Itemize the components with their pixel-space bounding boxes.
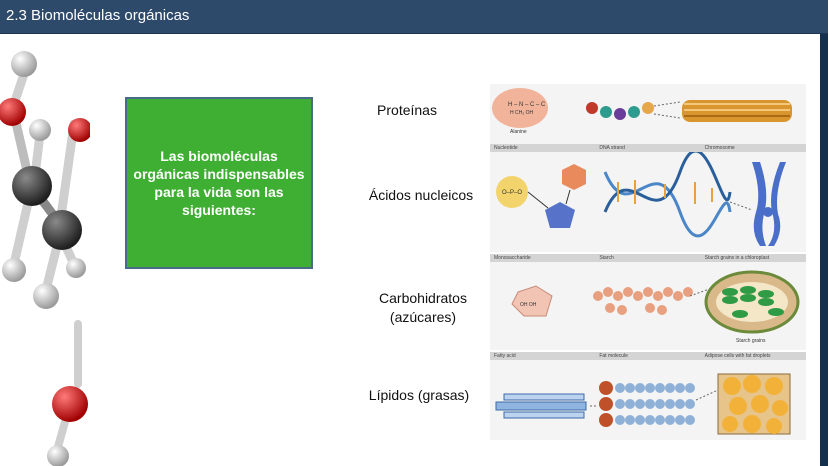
fatty-acid-chain — [495, 393, 587, 419]
sugar-pentagon — [545, 202, 575, 228]
label-carbohidratos: Carbohidratos (azúcares) — [379, 290, 467, 325]
label-proteinas: Proteínas — [377, 102, 437, 118]
slide-edge-bar — [820, 34, 828, 466]
svg-text:O–P–O: O–P–O — [502, 190, 522, 196]
svg-text:OH OH: OH OH — [520, 302, 537, 308]
nucleic-figure-panel: O–P–O — [490, 149, 806, 252]
molecule-illustration — [0, 51, 90, 466]
svg-text:H CH₃ OH: H CH₃ OH — [510, 110, 534, 116]
slide-title: 2.3 Biomoléculas orgánicas — [6, 7, 190, 24]
svg-text:H – N – C – C: H – N – C – C — [508, 102, 546, 108]
phosphate-circle — [496, 176, 528, 208]
alanine-label: Alanine — [510, 129, 527, 135]
starch-grains-label: Starch grains — [736, 338, 766, 344]
carb-figure-panel: OH OH Starch grains — [490, 262, 806, 350]
protein-figure-panel: H – N – C – C H CH₃ OH Alanine — [490, 84, 806, 144]
adipose-cells — [717, 373, 791, 435]
alanine-blob — [492, 88, 548, 128]
fiber-bundle — [682, 100, 792, 122]
starch-chain — [593, 287, 693, 315]
amino-chain — [586, 102, 654, 120]
slide-title-bar: 2.3 Biomoléculas orgánicas — [0, 0, 828, 34]
label-lipidos: Lípidos (grasas) — [368, 387, 470, 403]
dna-helix — [603, 149, 732, 238]
chloroplast — [704, 270, 800, 334]
lipid-figure-panel — [490, 360, 806, 440]
nucleic-caption-strip: Nucleotide DNA strand Chromosome — [490, 144, 806, 152]
intro-text-box: Las biomoléculas orgánicas indispensable… — [125, 97, 313, 269]
base-hexagon — [562, 164, 586, 190]
intro-text: Las biomoléculas orgánicas indispensable… — [133, 148, 305, 218]
fat-molecule — [599, 381, 695, 427]
lipid-caption-strip: Fatty acid Fat molecule Adipose cells wi… — [490, 352, 806, 360]
monosaccharide-ring — [511, 285, 553, 317]
carb-caption-strip: Monosaccharide Starch Starch grains in a… — [490, 254, 806, 262]
chromosome-shape — [752, 162, 786, 246]
label-acidos-nucleicos: Ácidos nucleicos — [368, 187, 474, 203]
